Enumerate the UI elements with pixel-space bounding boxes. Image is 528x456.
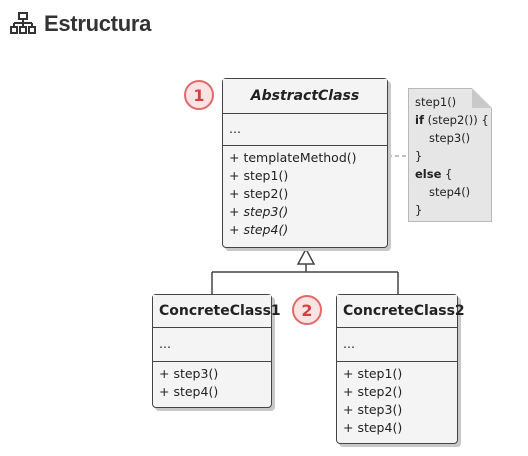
section-header: Estructura	[10, 8, 151, 40]
method-step4: + step4()	[343, 420, 403, 435]
method-step1: + step1()	[343, 366, 403, 381]
note-line: }	[415, 149, 423, 163]
concrete-class1-box: ConcreteClass1 ... + step3() + step4()	[152, 294, 281, 408]
abstract-class-box: AbstractClass ... + templateMethod() + s…	[222, 78, 388, 248]
page-title: Estructura	[44, 11, 152, 36]
concrete-class2-name: ConcreteClass2	[337, 295, 465, 327]
badge-one: 1	[184, 80, 214, 110]
method-step4: + step4()	[229, 222, 289, 237]
note-fold-icon	[472, 88, 492, 108]
concrete-class2-fields: ...	[337, 327, 457, 361]
abstract-class-fields: ...	[223, 113, 387, 145]
note-line: }	[415, 203, 423, 217]
method-step3: + step3()	[229, 204, 289, 219]
abstract-class-methods: + templateMethod() + step1() + step2() +…	[223, 145, 387, 243]
abstract-class-name: AbstractClass	[223, 79, 387, 113]
note-line: step3()	[429, 131, 471, 145]
badge-two: 2	[292, 295, 322, 325]
method-step3: + step3()	[343, 402, 403, 417]
concrete-class1-name: ConcreteClass1	[153, 295, 281, 327]
concrete-class2-box: ConcreteClass2 ... + step1() + step2() +…	[336, 294, 465, 444]
template-method-note: step1() if (step2()) { step3() } else { …	[408, 88, 492, 222]
method-step3: + step3()	[159, 366, 219, 381]
method-step2: + step2()	[343, 384, 403, 399]
structure-icon	[10, 12, 36, 36]
method-step1: + step1()	[229, 168, 289, 183]
concrete-class1-fields: ...	[153, 327, 271, 361]
inheritance-arrow-icon	[296, 247, 316, 265]
note-line: else {	[415, 167, 453, 181]
note-line: step4()	[429, 185, 471, 199]
concrete-class1-methods: + step3() + step4()	[153, 361, 271, 405]
method-template-method: + templateMethod()	[229, 150, 357, 165]
concrete-class2-methods: + step1() + step2() + step3() + step4()	[337, 361, 457, 441]
method-step4: + step4()	[159, 384, 219, 399]
method-step2: + step2()	[229, 186, 289, 201]
note-line: step1()	[415, 95, 457, 109]
note-line: if (step2()) {	[415, 113, 489, 127]
